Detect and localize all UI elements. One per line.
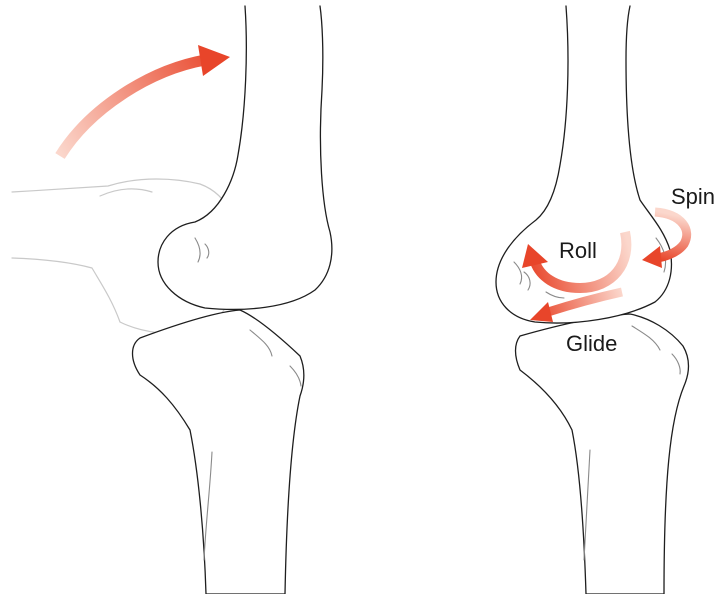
right-tibia (516, 314, 689, 594)
roll-label: Roll (559, 240, 597, 262)
left-femur (158, 6, 332, 309)
spin-label: Spin (671, 186, 715, 208)
left-knee (12, 6, 332, 594)
left-tibia (133, 310, 304, 594)
right-femur (496, 6, 671, 323)
flexion-arrow (60, 45, 230, 156)
glide-label: Glide (566, 333, 617, 355)
